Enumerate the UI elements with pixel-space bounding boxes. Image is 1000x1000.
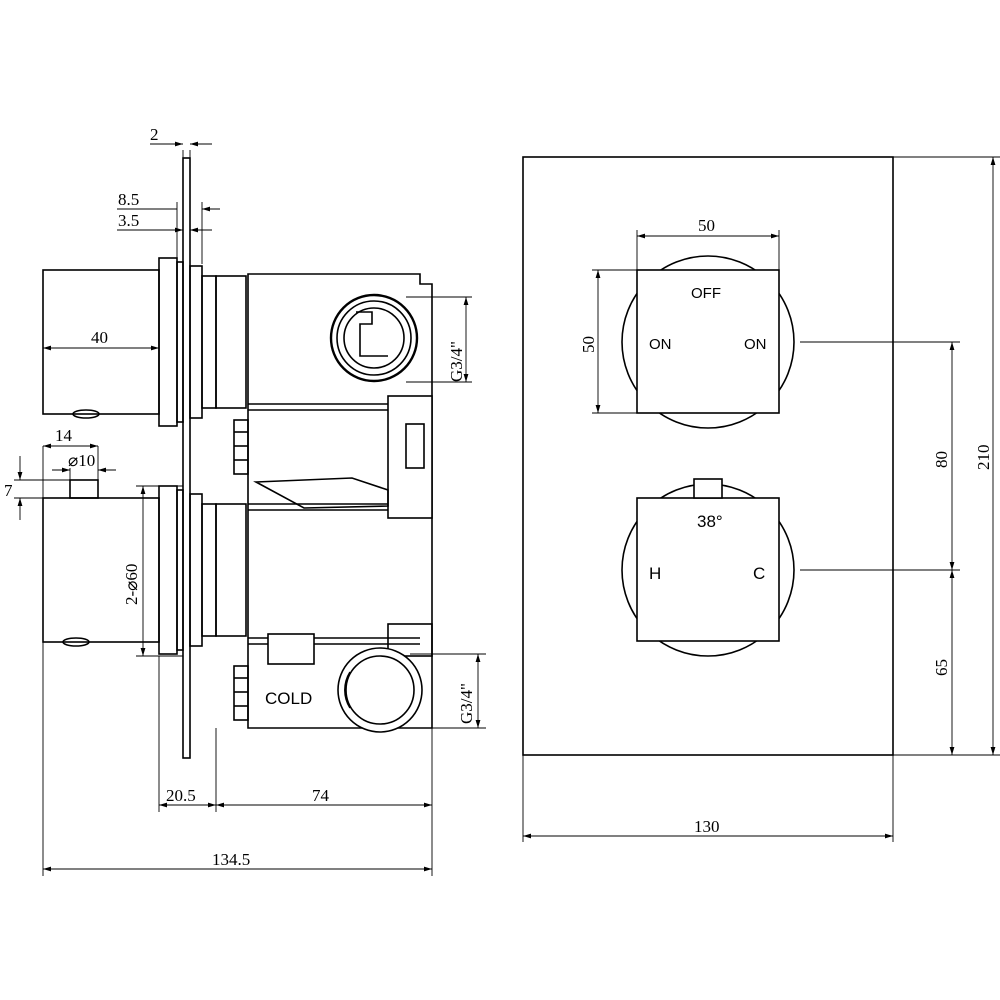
dim-2: 2	[150, 125, 159, 144]
lower-port	[337, 647, 423, 733]
dim-3-5: 3.5	[118, 211, 139, 230]
bottom-handle-hot-label: H	[649, 564, 661, 583]
dim-20-5: 20.5	[166, 786, 196, 805]
dim-50-height: 50	[579, 336, 598, 353]
dim-210: 210	[974, 445, 993, 471]
bottom-handle-temp-label: 38°	[697, 512, 723, 531]
dim-7: 7	[4, 481, 13, 500]
upper-port	[329, 293, 419, 383]
front-plate	[522, 156, 894, 756]
dim-8-5: 8.5	[118, 190, 139, 209]
valve-body	[233, 273, 433, 729]
temp-stop-button	[69, 479, 99, 499]
bottom-handle-front: 38° H C	[621, 478, 795, 657]
dim-134-5: 134.5	[212, 850, 250, 869]
front-view: OFF ON ON 38° H C 50 50 80	[522, 156, 1000, 842]
dim-14: 14	[55, 426, 73, 445]
dim-g34-top: G3/4"	[447, 341, 466, 382]
dim-2-phi60: 2-⌀60	[122, 564, 141, 605]
dim-40: 40	[91, 328, 108, 347]
top-handle-on-left-label: ON	[649, 336, 672, 353]
cold-label: COLD	[265, 689, 312, 708]
lower-handle-side	[42, 479, 247, 655]
top-handle-front: OFF ON ON	[621, 255, 795, 429]
upper-handle-side	[42, 257, 247, 427]
wall-plate	[182, 157, 191, 759]
top-handle-off-label: OFF	[691, 285, 721, 302]
dim-g34-bottom: G3/4"	[457, 683, 476, 724]
dim-65: 65	[932, 659, 951, 676]
dim-80: 80	[932, 451, 951, 468]
dim-130: 130	[694, 817, 720, 836]
bottom-handle-cold-label: C	[753, 564, 765, 583]
dim-74: 74	[312, 786, 330, 805]
temp-stop-button-front	[693, 478, 723, 499]
dim-phi10: ⌀10	[68, 451, 95, 470]
dim-50-width: 50	[698, 216, 715, 235]
side-view: COLD 2 8.5 3.5 40 14 ⌀10	[4, 125, 486, 876]
top-handle-on-right-label: ON	[744, 336, 767, 353]
